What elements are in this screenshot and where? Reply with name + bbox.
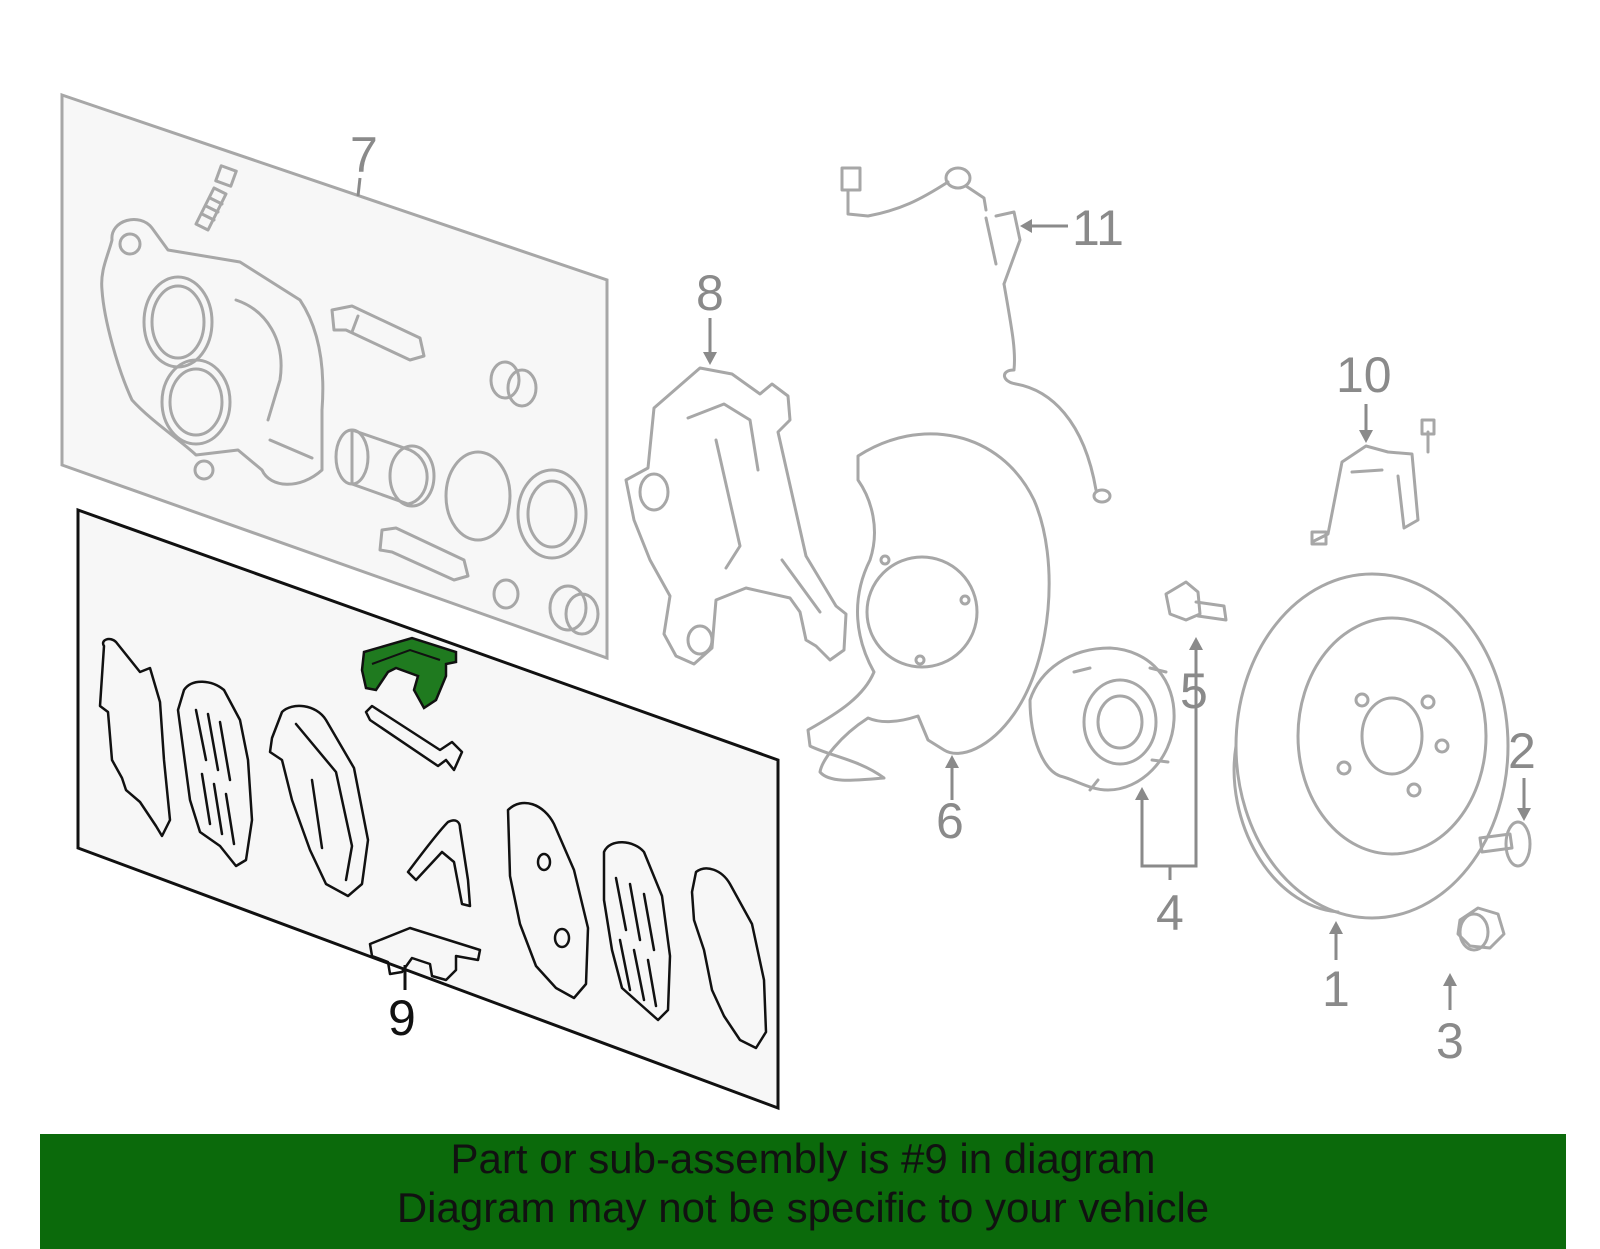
brake-hose (1310, 418, 1436, 546)
info-banner: Part or sub-assembly is #9 in diagram Di… (40, 1134, 1566, 1249)
dust-shield (806, 432, 1051, 782)
hub-bearing (1028, 646, 1176, 792)
rotor-screw (1478, 820, 1532, 868)
callout-10[interactable]: 10 (1336, 347, 1392, 403)
brake-rotor (1232, 572, 1510, 920)
callout-9[interactable]: 9 (388, 990, 416, 1046)
callout-8[interactable]: 8 (696, 265, 724, 321)
banner-line-1: Part or sub-assembly is #9 in diagram (450, 1135, 1156, 1182)
callout-5[interactable]: 5 (1180, 663, 1208, 719)
caliper-bracket (624, 366, 848, 666)
wheel-speed-sensor (840, 166, 1112, 504)
callout-1[interactable]: 1 (1322, 961, 1350, 1017)
highlighted-clip (360, 636, 458, 710)
caliper-assembly-panel (60, 92, 609, 661)
callout-4[interactable]: 4 (1156, 885, 1184, 941)
callout-6[interactable]: 6 (936, 793, 964, 849)
callout-7[interactable]: 7 (350, 127, 378, 183)
hub-nut (1456, 906, 1506, 952)
callout-11[interactable]: 11 (1072, 200, 1124, 256)
banner-line-2: Diagram may not be specific to your vehi… (396, 1184, 1210, 1231)
hub-bolt (1164, 580, 1228, 622)
callout-2[interactable]: 2 (1508, 723, 1536, 779)
brake-pad-kit-panel (76, 507, 780, 1111)
callout-3[interactable]: 3 (1436, 1013, 1464, 1069)
